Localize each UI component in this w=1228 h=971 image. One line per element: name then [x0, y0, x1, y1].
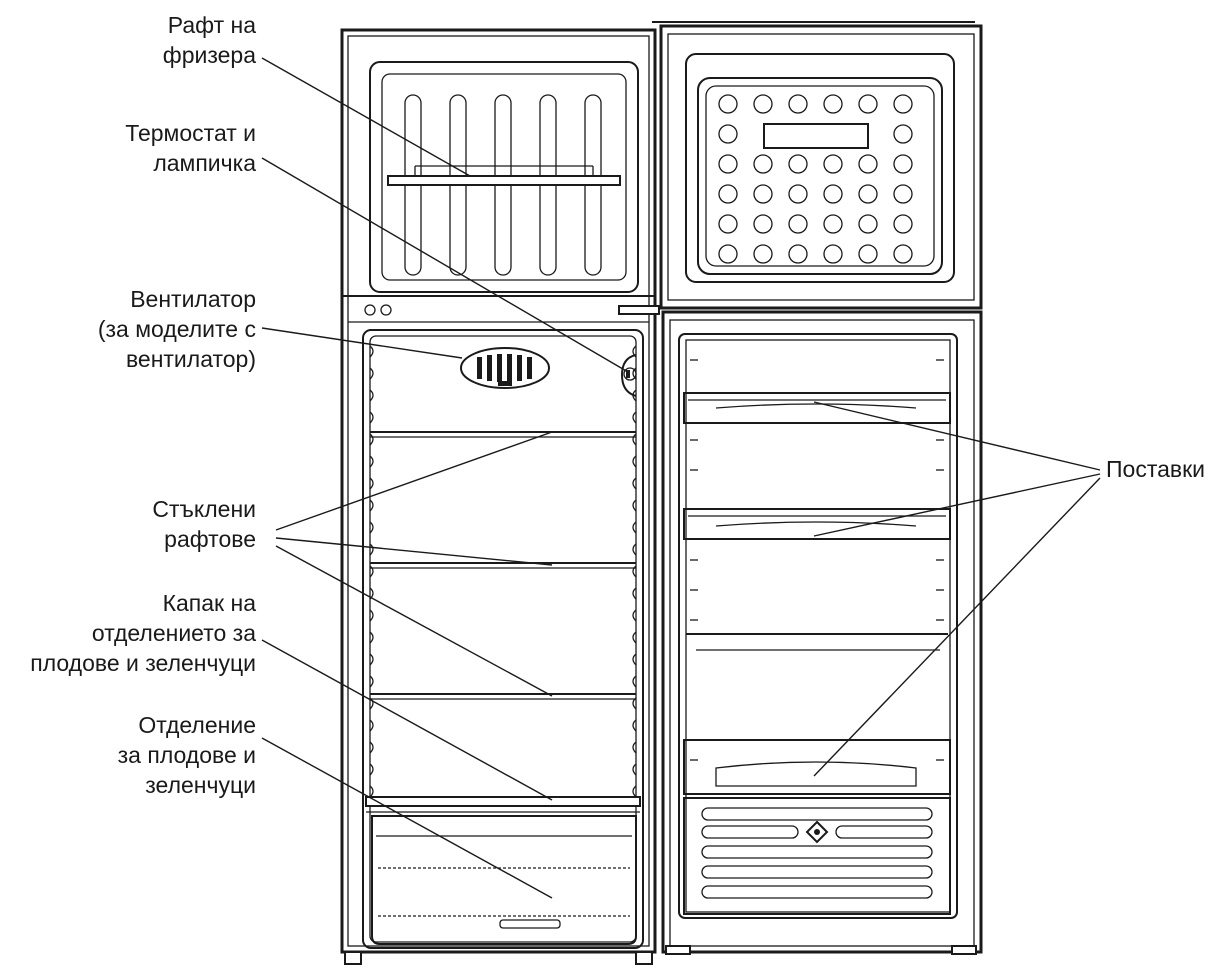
egg-hole [893, 94, 913, 114]
door-rack-3 [683, 739, 951, 795]
fan-grille-icon [460, 347, 550, 389]
egg-hole [753, 154, 773, 174]
egg-hole [788, 94, 808, 114]
egg-hole [753, 244, 773, 264]
egg-hole [823, 94, 843, 114]
egg-hole [858, 184, 878, 204]
door-bottom-panel [683, 797, 951, 915]
egg-hole [858, 214, 878, 234]
egg-hole [718, 154, 738, 174]
egg-hole [893, 124, 913, 144]
divider-knobs [364, 304, 392, 316]
egg-tray-icon [718, 94, 913, 264]
label-glass-shelves: Стъклени рафтове [152, 496, 256, 552]
egg-hole [788, 154, 808, 174]
egg-hole [823, 244, 843, 264]
egg-hole [823, 154, 843, 174]
egg-hole [788, 184, 808, 204]
egg-hole [823, 184, 843, 204]
egg-hole [718, 94, 738, 114]
egg-hole [858, 154, 878, 174]
door-rack-2 [683, 508, 951, 540]
crisper-drawer [371, 815, 637, 945]
egg-hole [858, 94, 878, 114]
lamp-icon [620, 354, 637, 397]
egg-hole [753, 184, 773, 204]
label-crisper-cover: Капак на отделението за плодове и зеленч… [30, 590, 256, 676]
egg-hole [893, 244, 913, 264]
egg-hole [893, 184, 913, 204]
egg-hole [893, 154, 913, 174]
egg-hole [788, 214, 808, 234]
leader-lines [261, 57, 1101, 899]
label-crisper: Отделение за плодове и зеленчуци [117, 712, 256, 798]
egg-hole [788, 244, 808, 264]
door-rack-1 [683, 392, 951, 424]
egg-hole [893, 214, 913, 234]
egg-hole [753, 94, 773, 114]
egg-hole [718, 214, 738, 234]
freezer-compartment [369, 61, 639, 293]
label-thermostat-lamp: Термостат и лампичка [125, 120, 256, 176]
egg-hole [858, 244, 878, 264]
egg-hole [718, 124, 738, 144]
egg-hole [823, 214, 843, 234]
fridge-compartment [362, 329, 644, 949]
label-door-racks: Поставки [1106, 456, 1206, 482]
freezer-door [618, 21, 983, 315]
label-fan: Вентилатор (за моделите с вентилатор) [97, 286, 256, 372]
freezer-shelf [387, 175, 621, 186]
cabinet-body [340, 28, 657, 965]
label-freezer-shelf: Рафт на фризера [162, 12, 256, 68]
logo-emblem-icon [805, 820, 829, 844]
egg-hole [718, 244, 738, 264]
fridge-door [661, 310, 983, 955]
egg-hole [753, 214, 773, 234]
crisper-cover [365, 796, 641, 807]
egg-hole [718, 184, 738, 204]
